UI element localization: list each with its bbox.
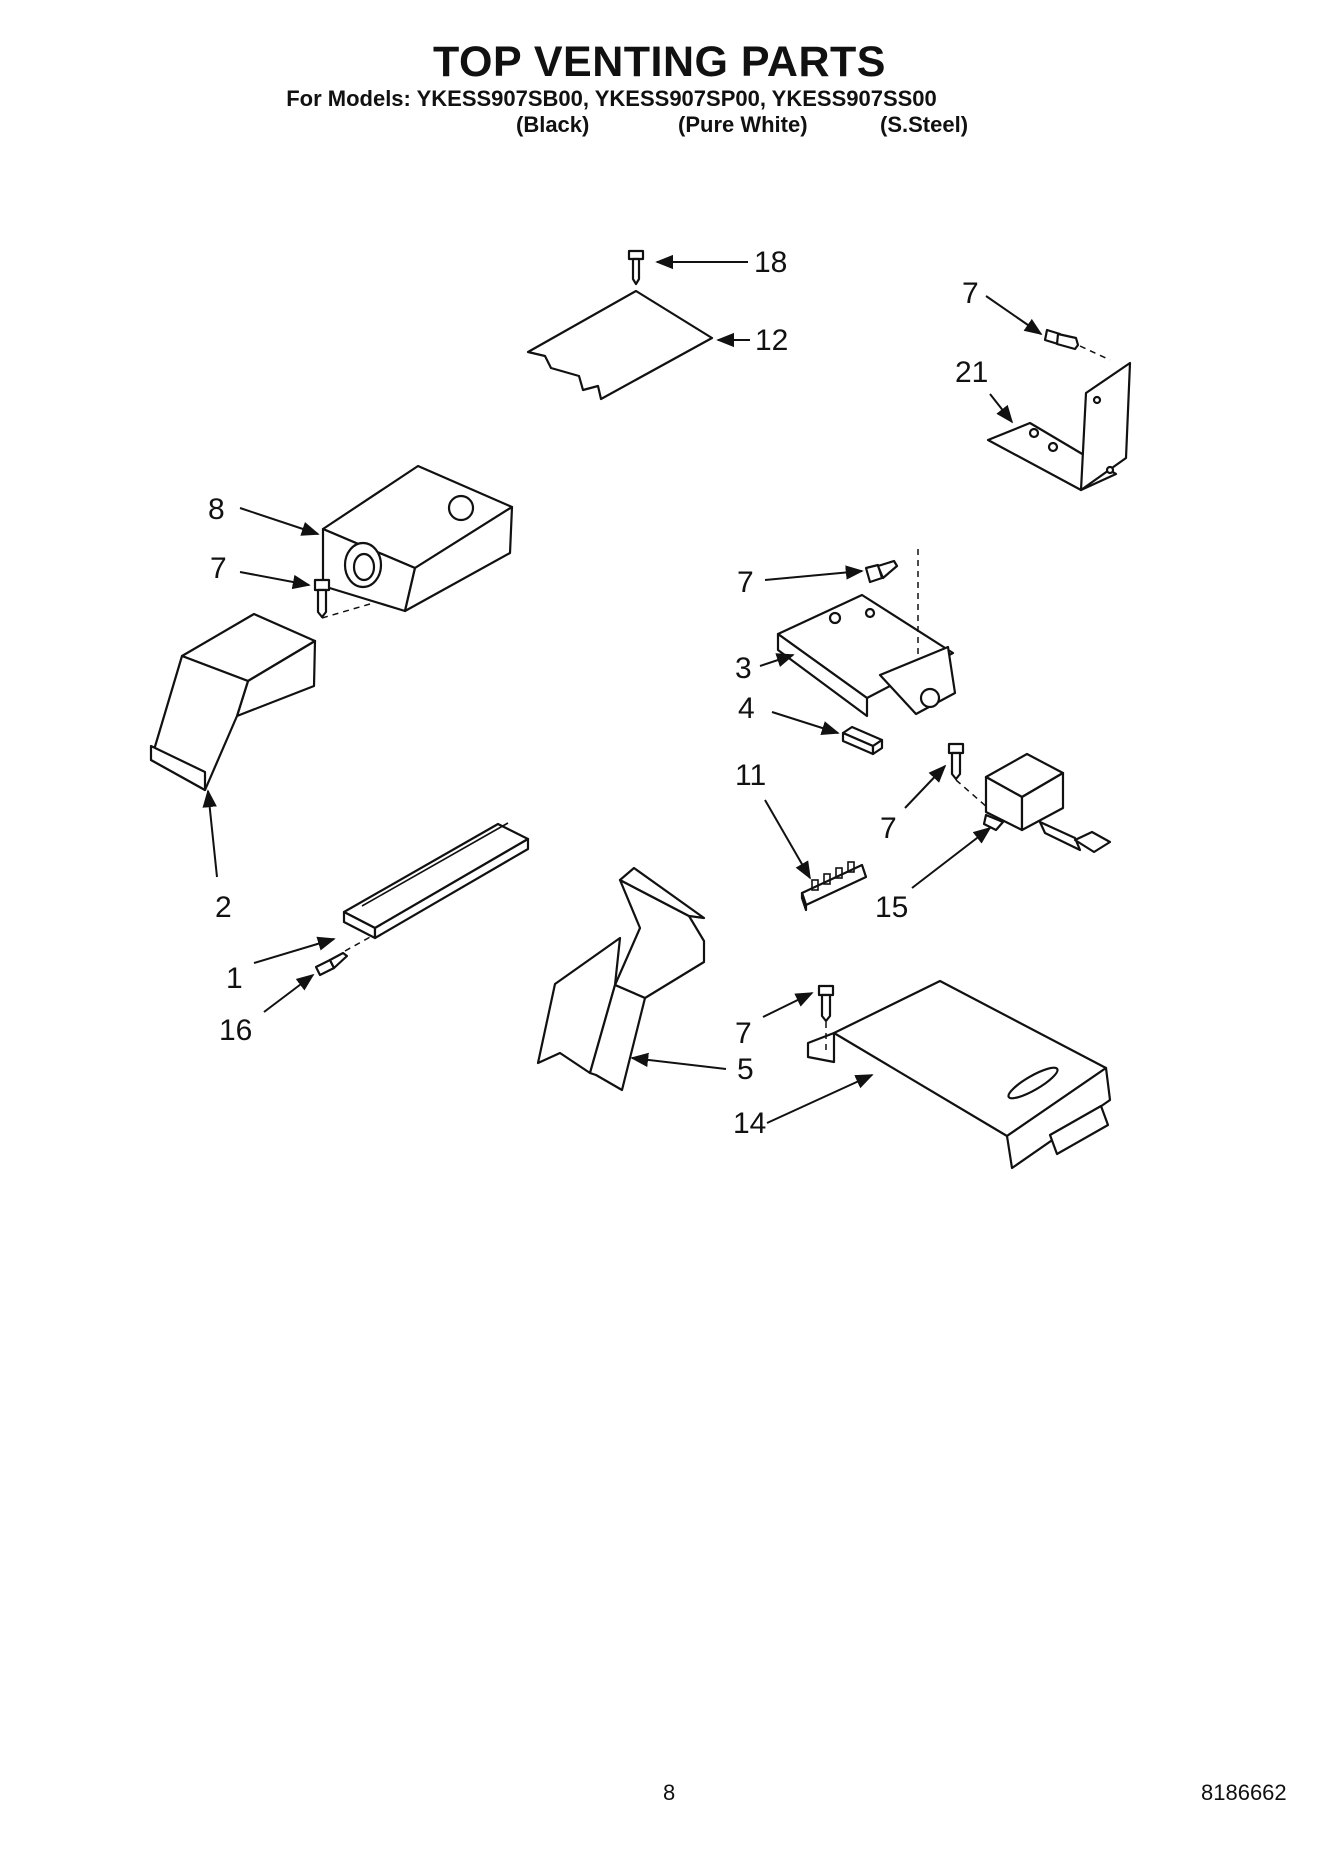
part-11-terminal-block (764, 799, 868, 912)
callout-12: 12 (755, 324, 788, 357)
callout-2: 2 (215, 891, 232, 924)
callout-4: 4 (738, 692, 755, 725)
callout-11: 11 (735, 759, 766, 792)
part-21-bracket (986, 361, 1132, 492)
callout-15: 15 (875, 891, 908, 924)
callout-8: 8 (208, 493, 225, 526)
part-16-screw (263, 935, 373, 1013)
page-title: TOP VENTING PARTS (433, 38, 886, 86)
part-18-screw (627, 249, 748, 286)
callout-1: 1 (226, 962, 243, 995)
callout-14: 14 (733, 1107, 766, 1140)
callout-16: 16 (219, 1014, 252, 1047)
part-7-screw-switch (764, 549, 919, 660)
part-7-screw-box (239, 571, 371, 619)
callout-7-switch: 7 (737, 566, 754, 599)
callout-5: 5 (737, 1053, 754, 1086)
variant-stainless: (S.Steel) (880, 112, 969, 137)
page-number: 8 (663, 1780, 676, 1805)
part-2-duct (149, 612, 317, 878)
part-15-transformer (911, 752, 1112, 889)
variant-pure-white: (Pure White) (678, 112, 808, 137)
variant-black: (Black) (516, 112, 590, 137)
part-7-screw-plate (762, 984, 835, 1050)
part-3-switch-assembly (759, 593, 957, 718)
document-number: 8186662 (1201, 1780, 1287, 1805)
part-8-vent-box (239, 464, 514, 613)
callout-7-box: 7 (210, 552, 227, 585)
part-4-spacer (771, 711, 884, 756)
callout-21: 21 (955, 356, 988, 389)
part-14-base-plate (766, 979, 1112, 1170)
part-7-screw-bracket (985, 295, 1111, 361)
callout-7-bracket: 7 (962, 277, 979, 310)
callout-3: 3 (735, 652, 752, 685)
callout-7-plate: 7 (735, 1017, 752, 1050)
part-5-shield (536, 866, 727, 1092)
part-12-cover-plate (526, 289, 750, 401)
callout-7-transformer: 7 (880, 812, 897, 845)
part-1-channel (253, 822, 530, 964)
part-7-screw-transformer (904, 742, 989, 809)
callout-18: 18 (754, 246, 787, 279)
models-line: For Models: YKESS907SB00, YKESS907SP00, … (286, 86, 937, 111)
